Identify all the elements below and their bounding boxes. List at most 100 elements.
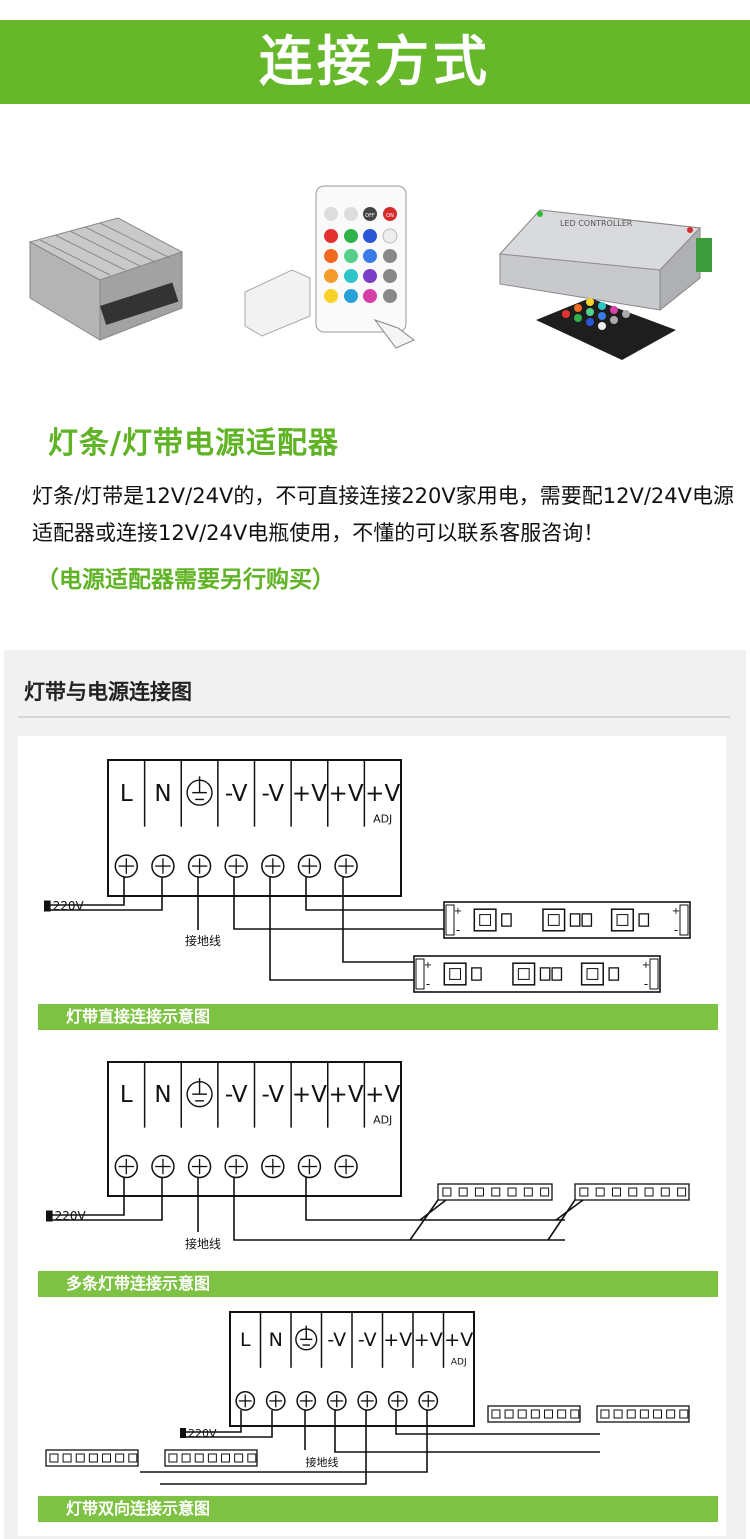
terminal-label: -V xyxy=(261,781,284,807)
product-images: OFF ON LED CONTROLLER xyxy=(28,185,712,360)
plug-icon xyxy=(44,900,51,912)
purchase-note: （电源适配器需要另行购买） xyxy=(36,567,335,593)
led-chip xyxy=(570,1409,580,1419)
led-strip xyxy=(45,1449,139,1467)
power-supply-image xyxy=(28,217,184,341)
section-title: 灯条/灯带电源适配器 xyxy=(48,426,339,461)
led-chip xyxy=(677,1187,687,1197)
led-chip xyxy=(442,1187,452,1197)
led-strip xyxy=(487,1405,581,1423)
wire xyxy=(342,877,414,963)
voltage-label: 220V xyxy=(55,1209,87,1223)
wire xyxy=(160,1410,367,1485)
terminal-label: +V xyxy=(365,1082,400,1108)
led-chip xyxy=(666,1409,676,1419)
wire xyxy=(180,1410,242,1433)
led-strip xyxy=(443,901,691,939)
led-chip xyxy=(557,1409,567,1419)
led-chip xyxy=(115,1453,125,1463)
strip-connector xyxy=(679,904,689,936)
led-chip xyxy=(586,968,599,980)
wire xyxy=(409,1199,439,1241)
adj-label: ADJ xyxy=(373,813,392,826)
led-chip xyxy=(234,1453,244,1463)
banner-title: 连接方式 xyxy=(259,30,491,93)
wire xyxy=(233,877,444,930)
led-chip xyxy=(194,1453,204,1463)
strip-minus-mark: - xyxy=(644,977,648,991)
led-chip xyxy=(504,1409,514,1419)
wire xyxy=(46,1177,125,1216)
terminal-label: N xyxy=(154,781,171,807)
adj-label: ADJ xyxy=(373,1114,392,1127)
led-chip xyxy=(247,1453,257,1463)
caption-direct: 灯带直接连接示意图 xyxy=(66,1007,211,1026)
led-chip xyxy=(611,1187,621,1197)
led-strip xyxy=(574,1183,690,1201)
terminal-label: +V xyxy=(292,781,327,807)
resistor xyxy=(608,967,620,981)
voltage-label: 220V xyxy=(53,899,85,913)
wire xyxy=(547,1199,576,1241)
led-chip xyxy=(181,1453,191,1463)
terminal-label: -V xyxy=(261,1082,284,1108)
led-chip xyxy=(639,1409,649,1419)
wire xyxy=(269,877,414,981)
terminal-label: -V xyxy=(358,1329,377,1351)
led-chip xyxy=(517,968,530,980)
resistor xyxy=(638,913,650,927)
caption-bar-bidirectional: 灯带双向连接示意图 xyxy=(38,1496,718,1522)
led-chip xyxy=(207,1453,217,1463)
terminal-label: -V xyxy=(225,781,248,807)
led-strip xyxy=(437,1183,553,1201)
strip-connector xyxy=(445,904,455,936)
wire xyxy=(305,877,444,911)
wire xyxy=(419,1199,447,1221)
led-chip xyxy=(474,1187,484,1197)
wire xyxy=(334,1410,600,1453)
strip-plus-mark: + xyxy=(454,906,462,917)
led-chip xyxy=(507,1187,517,1197)
led-chip xyxy=(449,968,462,980)
resistor xyxy=(471,967,482,981)
terminal-label: -V xyxy=(225,1082,248,1108)
strip-minus-mark: - xyxy=(674,923,678,937)
led-chip xyxy=(62,1453,72,1463)
led-chip xyxy=(479,914,492,926)
plug-icon xyxy=(46,1210,53,1222)
terminal-label: N xyxy=(269,1329,283,1351)
strip-plus-mark: + xyxy=(672,906,680,917)
adj-label: ADJ xyxy=(451,1357,467,1367)
led-chip xyxy=(128,1453,138,1463)
resistor xyxy=(551,967,563,981)
led-chip xyxy=(544,1409,554,1419)
led-chip xyxy=(600,1409,610,1419)
strip-plus-mark: + xyxy=(642,960,650,971)
wire xyxy=(140,1410,428,1473)
wire xyxy=(46,1177,163,1221)
remote-on-label: ON xyxy=(386,213,394,219)
caption-bar-direct: 灯带直接连接示意图 xyxy=(38,1004,718,1030)
led-chip xyxy=(49,1453,59,1463)
terminal-label: +V xyxy=(383,1329,412,1351)
wire xyxy=(305,1177,565,1221)
led-chip xyxy=(75,1453,85,1463)
voltage-label: 220V xyxy=(188,1427,217,1440)
caption-multiple: 多条灯带连接示意图 xyxy=(66,1274,211,1293)
led-chip xyxy=(595,1187,605,1197)
led-chip xyxy=(168,1453,178,1463)
led-chip xyxy=(644,1187,654,1197)
led-chip xyxy=(88,1453,98,1463)
remote-receiver-image: OFF ON xyxy=(244,185,415,349)
led-chip xyxy=(660,1187,670,1197)
controller-label: LED CONTROLLER xyxy=(560,219,633,228)
led-chip xyxy=(491,1187,501,1197)
led-chip xyxy=(616,914,629,926)
header-banner: 连接方式 xyxy=(0,20,750,104)
wire xyxy=(44,877,125,906)
resistor xyxy=(501,913,512,927)
terminal-label: +V xyxy=(444,1329,473,1351)
led-chip xyxy=(613,1409,623,1419)
terminal-label: +V xyxy=(292,1082,327,1108)
led-chip xyxy=(679,1409,689,1419)
